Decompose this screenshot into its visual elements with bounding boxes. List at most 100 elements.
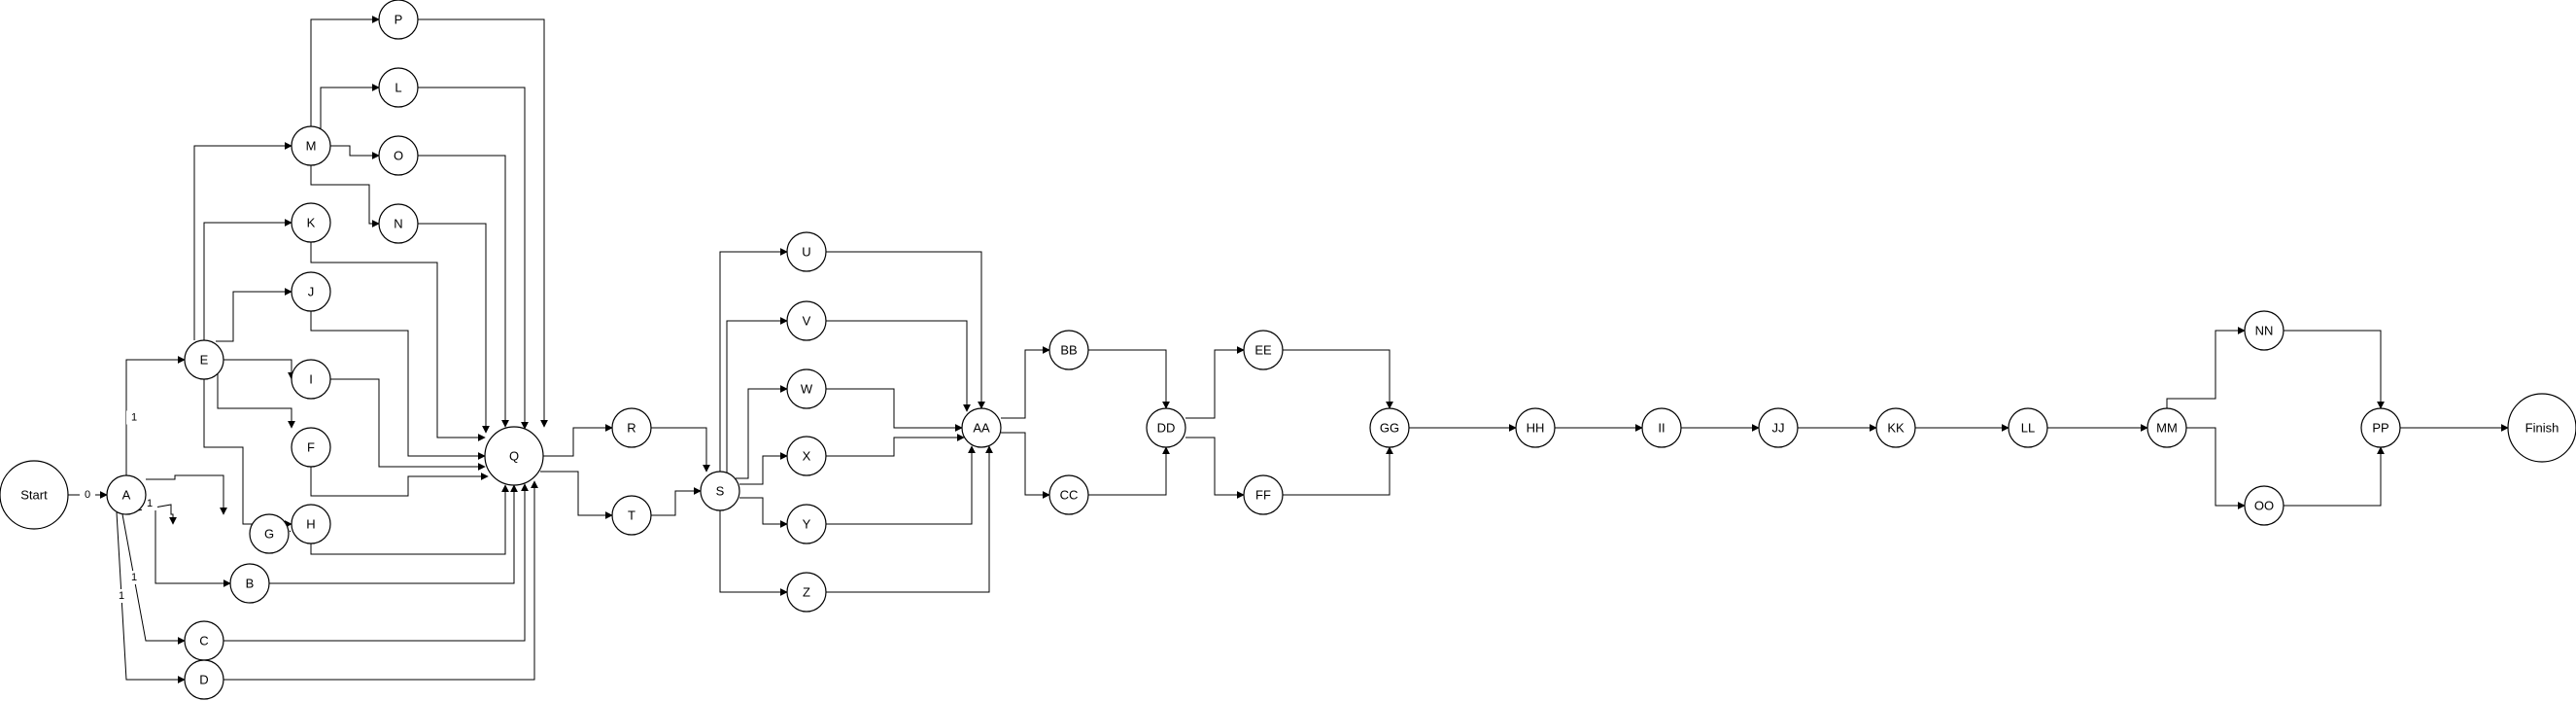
- node-n[interactable]: N: [378, 203, 419, 244]
- node-c[interactable]: C: [184, 620, 224, 661]
- node-circle-kk[interactable]: [1875, 407, 1916, 448]
- node-y[interactable]: Y: [786, 504, 827, 544]
- node-circle-j[interactable]: [291, 271, 331, 312]
- node-ii[interactable]: II: [1641, 407, 1682, 448]
- node-b[interactable]: B: [229, 563, 270, 604]
- node-j[interactable]: J: [291, 271, 331, 312]
- node-circle-jj[interactable]: [1758, 407, 1799, 448]
- node-a[interactable]: A: [106, 474, 147, 515]
- node-e[interactable]: E: [184, 339, 224, 380]
- node-circle-o[interactable]: [378, 135, 419, 176]
- node-label-jj: JJ: [1772, 421, 1785, 436]
- node-circle-h[interactable]: [291, 504, 331, 544]
- node-label-b: B: [246, 577, 255, 591]
- node-gg[interactable]: GG: [1369, 407, 1410, 448]
- node-nn[interactable]: NN: [2244, 310, 2284, 351]
- node-circle-b[interactable]: [229, 563, 270, 604]
- node-circle-hh[interactable]: [1515, 407, 1556, 448]
- node-dd[interactable]: DD: [1146, 407, 1186, 448]
- node-label-pp: PP: [2372, 421, 2388, 436]
- node-t[interactable]: T: [611, 495, 652, 536]
- node-circle-ii[interactable]: [1641, 407, 1682, 448]
- node-m[interactable]: M: [291, 125, 331, 166]
- node-s[interactable]: S: [700, 471, 740, 511]
- node-aa[interactable]: AA: [961, 407, 1002, 448]
- node-l[interactable]: L: [378, 67, 419, 108]
- node-circle-l[interactable]: [378, 67, 419, 108]
- node-circle-t[interactable]: [611, 495, 652, 536]
- node-r[interactable]: R: [611, 407, 652, 448]
- edge-label-start-to-a: 0: [85, 489, 90, 501]
- node-circle-ee[interactable]: [1243, 330, 1284, 370]
- edge-o-to-q: [418, 155, 509, 428]
- node-finish[interactable]: Finish: [2507, 393, 2576, 463]
- node-circle-oo[interactable]: [2244, 485, 2284, 526]
- node-mm[interactable]: MM: [2147, 407, 2187, 448]
- node-circle-e[interactable]: [184, 339, 224, 380]
- node-circle-d[interactable]: [184, 659, 224, 700]
- node-circle-w[interactable]: [786, 368, 827, 409]
- node-u[interactable]: U: [786, 231, 827, 272]
- node-z[interactable]: Z: [786, 572, 827, 613]
- node-circle-n[interactable]: [378, 203, 419, 244]
- node-circle-v[interactable]: [786, 300, 827, 341]
- node-circle-g[interactable]: [249, 513, 290, 554]
- node-ee[interactable]: EE: [1243, 330, 1284, 370]
- node-circle-s[interactable]: [700, 471, 740, 511]
- node-circle-z[interactable]: [786, 572, 827, 613]
- node-cc[interactable]: CC: [1048, 474, 1089, 515]
- node-label-hh: HH: [1527, 421, 1545, 436]
- edge-q-to-r: [543, 424, 613, 457]
- node-circle-r[interactable]: [611, 407, 652, 448]
- node-q[interactable]: Q: [484, 426, 544, 486]
- node-jj[interactable]: JJ: [1758, 407, 1799, 448]
- node-d[interactable]: D: [184, 659, 224, 700]
- edge-ff-to-gg: [1283, 446, 1393, 496]
- node-v[interactable]: V: [786, 300, 827, 341]
- node-kk[interactable]: KK: [1875, 407, 1916, 448]
- node-circle-mm[interactable]: [2147, 407, 2187, 448]
- edge-dd-to-ff: [1185, 437, 1245, 499]
- node-circle-bb[interactable]: [1048, 330, 1089, 370]
- node-circle-start[interactable]: [0, 460, 69, 530]
- node-circle-gg[interactable]: [1369, 407, 1410, 448]
- node-label-w: W: [801, 382, 813, 397]
- node-circle-i[interactable]: [291, 359, 331, 400]
- node-ff[interactable]: FF: [1243, 474, 1284, 515]
- node-p[interactable]: P: [378, 0, 419, 40]
- node-start[interactable]: Start: [0, 460, 69, 530]
- node-i[interactable]: I: [291, 359, 331, 400]
- node-bb[interactable]: BB: [1048, 330, 1089, 370]
- node-circle-m[interactable]: [291, 125, 331, 166]
- node-circle-cc[interactable]: [1048, 474, 1089, 515]
- node-circle-a[interactable]: [106, 474, 147, 515]
- node-circle-y[interactable]: [786, 504, 827, 544]
- node-circle-nn[interactable]: [2244, 310, 2284, 351]
- edge-m-to-o: [330, 145, 380, 159]
- node-circle-q[interactable]: [484, 426, 544, 486]
- edge-e-to-m: [193, 142, 292, 340]
- node-w[interactable]: W: [786, 368, 827, 409]
- node-circle-finish[interactable]: [2507, 393, 2576, 463]
- node-o[interactable]: O: [378, 135, 419, 176]
- node-circle-f[interactable]: [291, 427, 331, 468]
- node-circle-ll[interactable]: [2008, 407, 2048, 448]
- node-ll[interactable]: LL: [2008, 407, 2048, 448]
- node-circle-p[interactable]: [378, 0, 419, 40]
- node-circle-u[interactable]: [786, 231, 827, 272]
- node-pp[interactable]: PP: [2360, 407, 2401, 448]
- node-k[interactable]: K: [291, 202, 331, 243]
- node-circle-x[interactable]: [786, 436, 827, 476]
- node-hh[interactable]: HH: [1515, 407, 1556, 448]
- node-f[interactable]: F: [291, 427, 331, 468]
- node-oo[interactable]: OO: [2244, 485, 2284, 526]
- edge-label-a-to-c: 1: [131, 572, 137, 583]
- node-g[interactable]: G: [249, 513, 290, 554]
- node-circle-k[interactable]: [291, 202, 331, 243]
- node-circle-ff[interactable]: [1243, 474, 1284, 515]
- node-circle-pp[interactable]: [2360, 407, 2401, 448]
- node-circle-aa[interactable]: [961, 407, 1002, 448]
- node-x[interactable]: X: [786, 436, 827, 476]
- node-circle-dd[interactable]: [1146, 407, 1186, 448]
- node-h[interactable]: H: [291, 504, 331, 544]
